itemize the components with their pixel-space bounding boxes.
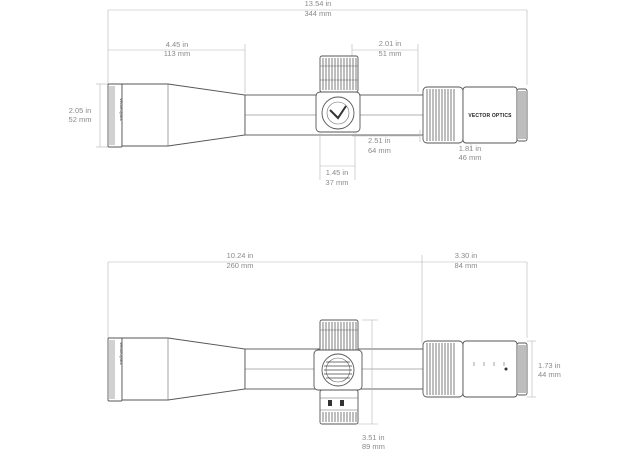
objective-dia-mm: 52 mm: [69, 115, 92, 124]
turret-width-mm: 37 mm: [326, 178, 349, 187]
turret-saddle-side: [313, 349, 363, 391]
overall-length-mm: 344 mm: [304, 9, 331, 18]
eyepiece-body-side: [462, 340, 518, 398]
eyepiece-length-in: 3.30 in: [455, 251, 478, 260]
side-view: 10.24 in 260 mm 3.30 in 84 mm VectorOpti…: [107, 251, 561, 450]
elevation-turret: [319, 55, 359, 93]
objective-dia-in: 2.05 in: [69, 106, 92, 115]
windage-turret-bottom: [319, 389, 359, 425]
eyepiece-length-mm: 84 mm: [455, 261, 478, 270]
magnification-ring: [422, 86, 464, 144]
objective-knurl: [109, 86, 115, 145]
turret-to-ring-in: 2.51 in: [368, 136, 391, 145]
ocular-dia-in: 1.81 in: [459, 144, 482, 153]
eyepiece-dia-mm: 44 mm: [538, 370, 561, 379]
diopter-ring: [516, 88, 528, 142]
turret-width-in: 1.45 in: [326, 168, 349, 177]
turret-to-ring-mm: 64 mm: [368, 146, 391, 155]
brand-logo-icon: [329, 105, 347, 120]
turret-offset-mm: 51 mm: [379, 49, 402, 58]
top-view: 13.54 in 344 mm 4.45 in 113 mm 2.01 in 5…: [69, 0, 528, 187]
bell-length-mm: 113 mm: [164, 49, 191, 58]
turret-saddle: [315, 91, 361, 133]
eyepiece-dia-in: 1.73 in: [538, 361, 561, 370]
turret-height-mm: 89 mm: [362, 442, 385, 450]
turret-offset-in: 2.01 in: [379, 39, 402, 48]
turret-height-in: 3.51 in: [362, 433, 385, 442]
elevation-turret-side: [319, 319, 359, 353]
index-dot-icon: [504, 367, 508, 371]
body-length-mm: 260 mm: [226, 261, 253, 270]
objective-taper: [121, 83, 246, 147]
objective-marking-side: VectorOptics: [119, 342, 124, 365]
diopter-ring-side: [516, 342, 528, 396]
objective-taper-side: [121, 337, 246, 401]
bell-length-in: 4.45 in: [166, 40, 189, 49]
body-length-in: 10.24 in: [227, 251, 254, 260]
eyepiece-brand: VECTOR OPTICS: [468, 113, 512, 119]
power-scale-marks: [473, 362, 505, 366]
objective-marking: VectorOptics: [119, 98, 124, 121]
overall-length-in: 13.54 in: [305, 0, 332, 8]
ocular-dia-mm: 46 mm: [459, 153, 482, 162]
magnification-ring-side: [422, 340, 464, 398]
